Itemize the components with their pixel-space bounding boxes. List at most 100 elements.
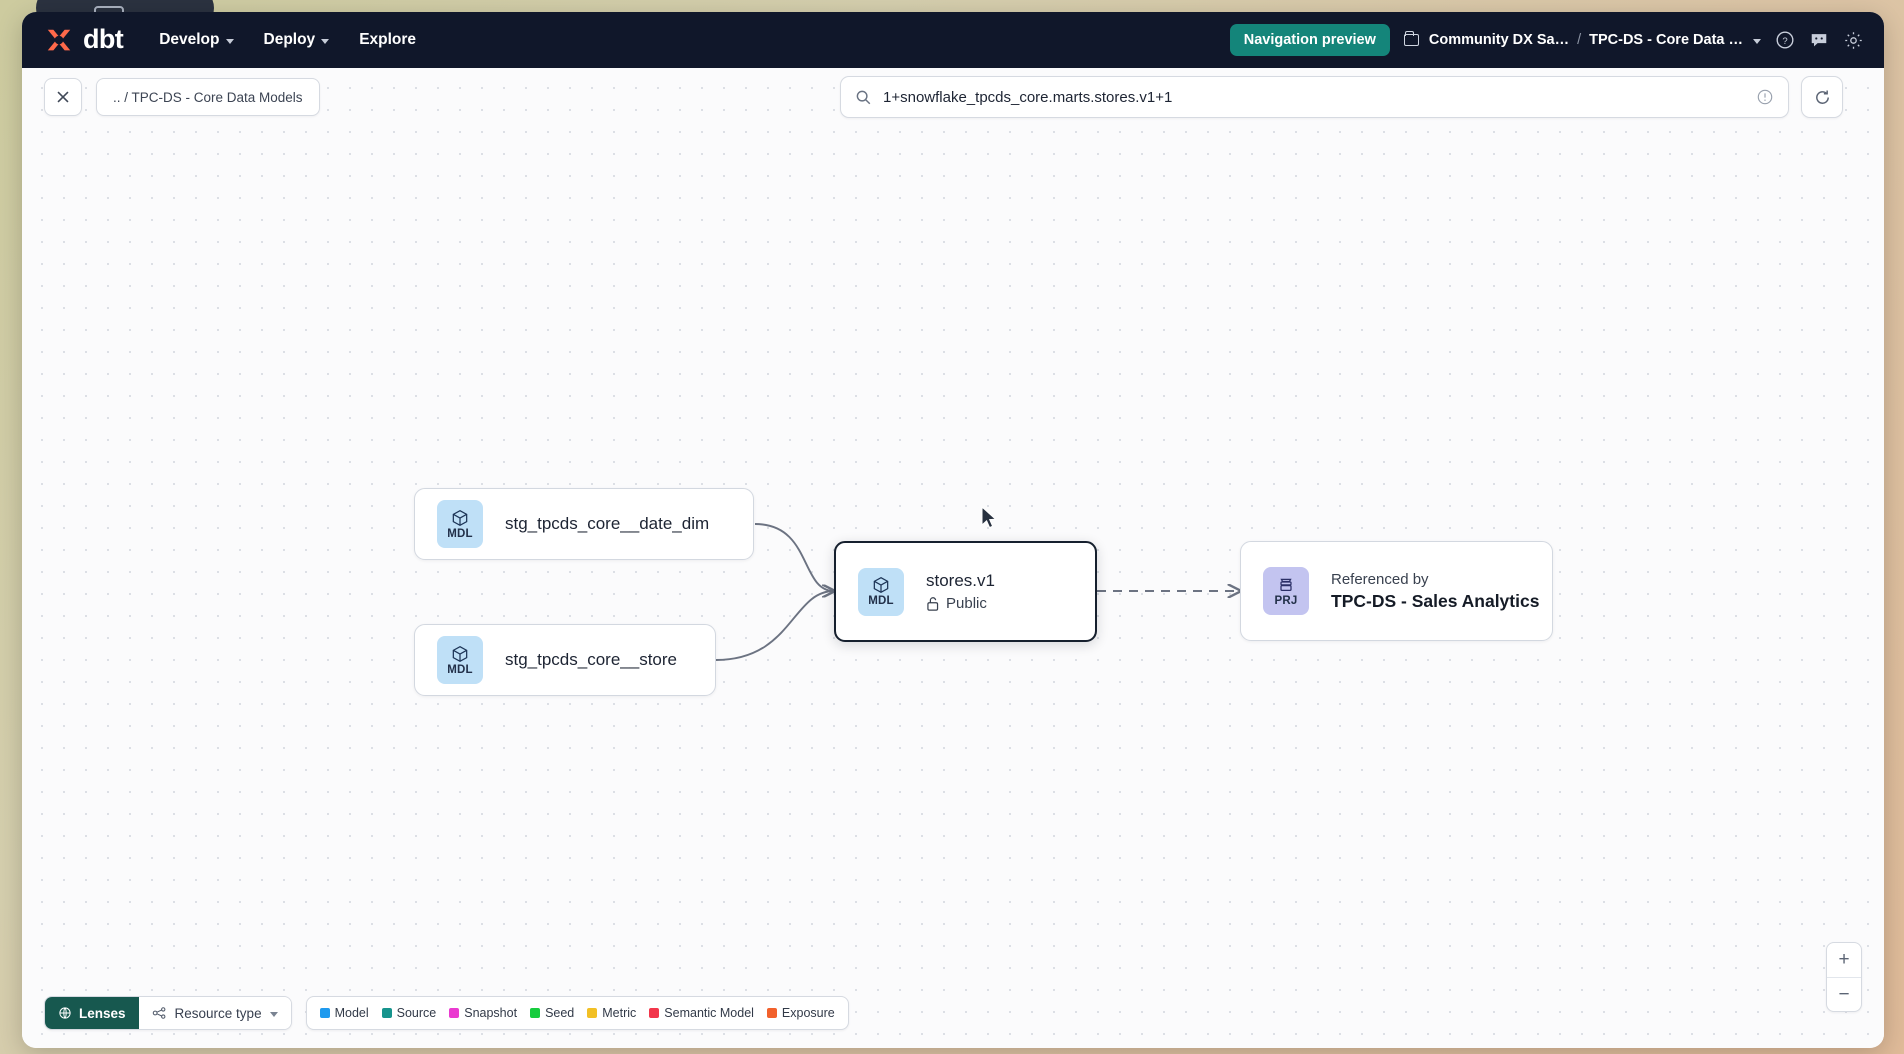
refresh-icon xyxy=(1815,90,1829,104)
node-body: stores.v1 Public xyxy=(926,571,995,612)
legend-swatch xyxy=(766,1008,777,1018)
legend-swatch xyxy=(319,1008,330,1018)
legend-label: Semantic Model xyxy=(664,1006,754,1020)
refresh-button[interactable] xyxy=(1801,76,1843,118)
lenses-button[interactable]: Lenses xyxy=(45,997,139,1029)
chevron-down-icon xyxy=(321,38,330,44)
zoom-in-button[interactable]: + xyxy=(1838,949,1850,970)
node-access-label: Public xyxy=(946,595,987,612)
graph-breadcrumb-chip[interactable]: .. / TPC-DS - Core Data Models xyxy=(96,78,320,116)
graph-bottom-bar: Lenses Resource type Model Source Snapshot… xyxy=(44,996,849,1030)
feedback-icon[interactable] xyxy=(1809,30,1829,50)
legend-swatch xyxy=(649,1008,660,1018)
legend-label: Exposure xyxy=(781,1006,835,1020)
node-title: stg_tpcds_core__date_dim xyxy=(505,514,710,533)
edge-store-to-stores xyxy=(715,591,834,661)
graph-node-stores-v1[interactable]: MDL stores.v1 Public xyxy=(834,541,1097,642)
lineage-graph-canvas[interactable]: MDL stg_tpcds_core__date_dim MDL stg_tpc… xyxy=(22,68,1884,1048)
node-kicker: Referenced by xyxy=(1331,570,1429,588)
nav-link-deploy-label: Deploy xyxy=(263,31,316,48)
legend-item[interactable]: Seed xyxy=(530,1006,574,1020)
search-box[interactable] xyxy=(840,76,1789,118)
dbt-x-logo-icon xyxy=(47,29,71,51)
resource-type-legend: Model Source Snapshot Seed Metric Semantic Mo… xyxy=(305,996,849,1030)
dbt-brand[interactable]: dbt xyxy=(36,23,124,55)
legend-label: Snapshot xyxy=(464,1006,518,1020)
node-body: Referenced by TPC-DS - Sales Analytics xyxy=(1331,570,1540,612)
close-icon xyxy=(57,91,69,103)
legend-item[interactable]: Snapshot xyxy=(449,1006,517,1020)
lens-globe-icon xyxy=(59,1007,71,1019)
legend-swatch xyxy=(587,1008,598,1018)
zoom-out-button[interactable]: − xyxy=(1827,977,1861,1011)
nav-link-develop-label: Develop xyxy=(159,31,220,48)
node-body: stg_tpcds_core__store xyxy=(505,650,677,670)
legend-swatch xyxy=(381,1008,392,1018)
node-title: stores.v1 xyxy=(926,571,995,590)
nav-link-develop[interactable]: Develop xyxy=(159,31,234,49)
resource-type-dropdown[interactable]: Resource type xyxy=(138,997,291,1029)
nav-right-group: Navigation preview Community DX Sa… / TP… xyxy=(1229,24,1864,56)
close-button[interactable] xyxy=(44,78,82,116)
node-badge-label: PRJ xyxy=(1274,594,1298,607)
chevron-down-icon xyxy=(269,1011,278,1017)
legend-swatch xyxy=(530,1008,541,1018)
legend-item[interactable]: Semantic Model xyxy=(649,1006,754,1020)
brand-text: dbt xyxy=(83,23,124,54)
chevron-down-icon xyxy=(225,38,234,44)
nav-link-explore[interactable]: Explore xyxy=(359,31,416,49)
nav-link-explore-label: Explore xyxy=(359,31,417,48)
node-badge-prj: PRJ xyxy=(1263,567,1309,615)
lens-control-group: Lenses Resource type xyxy=(44,996,292,1030)
lenses-label: Lenses xyxy=(79,1005,126,1021)
lineage-edges xyxy=(715,523,1884,661)
settings-gear-icon[interactable] xyxy=(1843,30,1864,51)
project-stack-icon xyxy=(1280,578,1292,591)
node-badge-mdl: MDL xyxy=(858,567,904,616)
node-badge-label: MDL xyxy=(868,595,894,608)
graph-node-stg-tpcds-core-date-dim[interactable]: MDL stg_tpcds_core__date_dim xyxy=(414,488,754,560)
top-navigation-bar: dbt Develop Deploy Explore Navigation pr… xyxy=(22,12,1884,68)
chevron-down-icon[interactable] xyxy=(1753,38,1761,44)
svg-text:?: ? xyxy=(1782,36,1787,47)
node-title: TPC-DS - Sales Analytics xyxy=(1331,590,1540,611)
cube-icon xyxy=(452,645,468,662)
node-badge-mdl: MDL xyxy=(437,500,483,548)
lineage-search-group xyxy=(840,76,1843,118)
help-icon[interactable]: ? xyxy=(1775,30,1795,50)
legend-label: Metric xyxy=(602,1006,637,1020)
legend-label: Model xyxy=(334,1006,369,1020)
resource-type-label: Resource type xyxy=(174,1005,262,1021)
nav-link-deploy[interactable]: Deploy xyxy=(264,31,330,49)
breadcrumb: Community DX Sa… / TPC-DS - Core Data … xyxy=(1403,31,1761,48)
folder-icon xyxy=(1403,31,1419,46)
legend-label: Source xyxy=(396,1006,437,1020)
search-input[interactable] xyxy=(883,88,1745,106)
breadcrumb-project[interactable]: TPC-DS - Core Data … xyxy=(1589,32,1743,48)
node-badge-label: MDL xyxy=(447,663,473,676)
graph-toolbar: .. / TPC-DS - Core Data Models xyxy=(22,68,1884,126)
node-body: stg_tpcds_core__date_dim xyxy=(505,514,709,534)
cube-icon xyxy=(452,509,468,526)
info-circle-icon[interactable] xyxy=(1756,88,1774,106)
legend-swatch xyxy=(449,1008,460,1018)
legend-label: Seed xyxy=(545,1006,575,1020)
legend-item[interactable]: Source xyxy=(381,1006,437,1020)
edge-date-dim-to-stores xyxy=(754,523,834,591)
node-access: Public xyxy=(926,595,995,612)
search-icon xyxy=(856,90,871,104)
zoom-controls: + − xyxy=(1826,942,1862,1012)
graph-node-referenced-by-project[interactable]: PRJ Referenced by TPC-DS - Sales Analyti… xyxy=(1240,541,1553,641)
legend-item[interactable]: Exposure xyxy=(766,1006,835,1020)
breadcrumb-account[interactable]: Community DX Sa… xyxy=(1428,32,1570,48)
unlock-icon xyxy=(927,596,939,611)
navigation-preview-button[interactable]: Navigation preview xyxy=(1229,24,1390,56)
legend-item[interactable]: Model xyxy=(319,1006,369,1020)
application-window: dbt Develop Deploy Explore Navigation pr… xyxy=(22,12,1884,1048)
graph-node-stg-tpcds-core-store[interactable]: MDL stg_tpcds_core__store xyxy=(414,624,716,696)
legend-item[interactable]: Metric xyxy=(587,1006,636,1020)
node-badge-label: MDL xyxy=(447,527,473,540)
cube-icon xyxy=(873,577,889,594)
nav-links: Develop Deploy Explore xyxy=(159,31,416,49)
breadcrumb-separator: / xyxy=(1577,32,1582,48)
